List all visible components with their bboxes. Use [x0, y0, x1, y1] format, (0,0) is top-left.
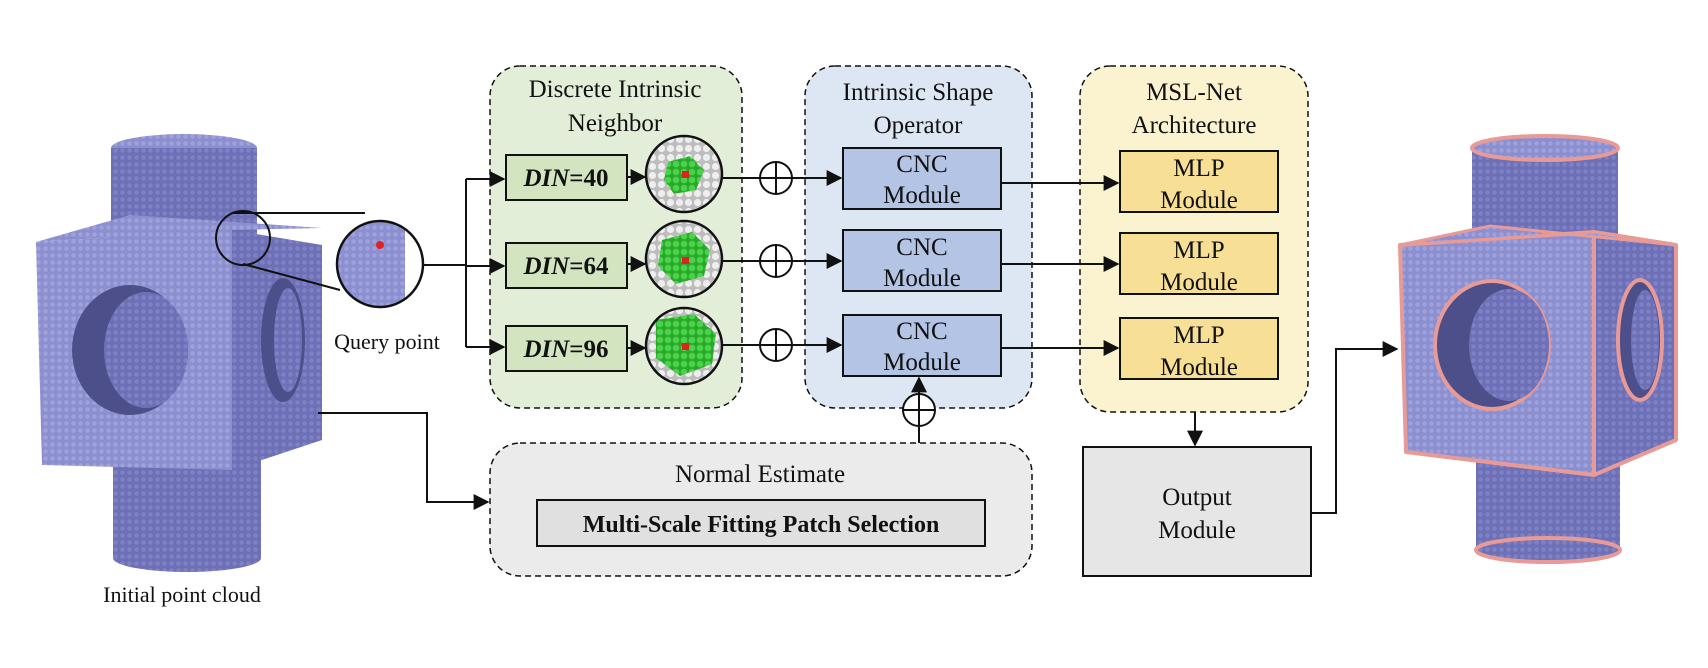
output-line2: Module [1158, 517, 1236, 544]
cnc-module-3: CNC Module [842, 314, 1002, 377]
svg-text:DIN=64: DIN=64 [522, 253, 609, 280]
mlp-line2: Module [1160, 187, 1238, 214]
cnc-line1: CNC [896, 151, 947, 178]
query-point-label: Query point [334, 329, 440, 354]
circle-plus-icon [759, 161, 793, 195]
svg-text:DIN=96: DIN=96 [522, 336, 608, 363]
connectors [318, 169, 1399, 514]
estimate-panel-title: Normal Estimate [675, 461, 845, 488]
patch-selection-box [536, 499, 986, 547]
svg-text:DIN=40: DIN=40 [522, 165, 608, 192]
neighborhood-sphere-icon [644, 134, 724, 214]
mlp-module-1: MLP Module [1119, 150, 1279, 214]
din-value: =64 [569, 253, 609, 280]
query-point-marker [376, 241, 384, 249]
output-point-cloud [1398, 134, 1678, 564]
cnc-module-2: CNC Module [842, 229, 1002, 292]
msl-panel-title-1: MSL-Net [1146, 79, 1242, 106]
din-row-3: DIN=96 [505, 325, 628, 372]
cnc-line1: CNC [896, 234, 947, 261]
cnc-line1: CNC [896, 318, 947, 345]
initial-point-cloud: Initial point cloud [36, 134, 322, 607]
cnc-line2: Module [883, 265, 961, 292]
din-value: =40 [569, 165, 608, 192]
mlp-line1: MLP [1173, 322, 1224, 349]
din-name: DIN [522, 165, 570, 192]
circle-plus-icon [902, 393, 936, 427]
patch-selection-label: Multi-Scale Fitting Patch Selection [583, 512, 940, 538]
din-panel-title-2: Neighbor [568, 110, 663, 137]
output-module: Output Module [1082, 446, 1312, 577]
cnc-line2: Module [883, 349, 961, 376]
din-box [505, 325, 628, 372]
query-zoom: Query point [215, 210, 440, 354]
mlp-line1: MLP [1173, 155, 1224, 182]
din-row-1: DIN=40 [505, 154, 628, 201]
estimate-panel: Normal Estimate Multi-Scale Fitting Patc… [489, 442, 1033, 577]
cnc-module-1: CNC Module [842, 147, 1002, 210]
din-name: DIN [522, 336, 570, 363]
point-cloud-cube-icon [36, 134, 322, 572]
mlp-line2: Module [1160, 269, 1238, 296]
initial-cloud-label: Initial point cloud [103, 582, 261, 607]
neighborhood-sphere-icon [644, 219, 724, 299]
din-name: DIN [522, 253, 570, 280]
mlp-line2: Module [1160, 354, 1238, 381]
neighborhood-sphere-icon [644, 306, 724, 386]
operator-panel-title-1: Intrinsic Shape [843, 79, 994, 106]
cnc-line2: Module [883, 182, 961, 209]
msl-panel-title-2: Architecture [1132, 112, 1257, 139]
mlp-module-2: MLP Module [1119, 232, 1279, 296]
din-panel-title-1: Discrete Intrinsic [529, 76, 702, 103]
mlp-line1: MLP [1173, 237, 1224, 264]
circle-plus-icon [759, 244, 793, 278]
din-value: =96 [569, 336, 608, 363]
circle-plus-icon [759, 328, 793, 362]
din-row-2: DIN=64 [505, 242, 628, 289]
point-cloud-cube-edges-icon [1398, 134, 1678, 564]
mlp-module-3: MLP Module [1119, 317, 1279, 381]
operator-panel-title-2: Operator [874, 112, 964, 139]
query-zoom-icon [335, 219, 425, 309]
din-box [505, 242, 628, 289]
output-line1: Output [1162, 484, 1232, 511]
